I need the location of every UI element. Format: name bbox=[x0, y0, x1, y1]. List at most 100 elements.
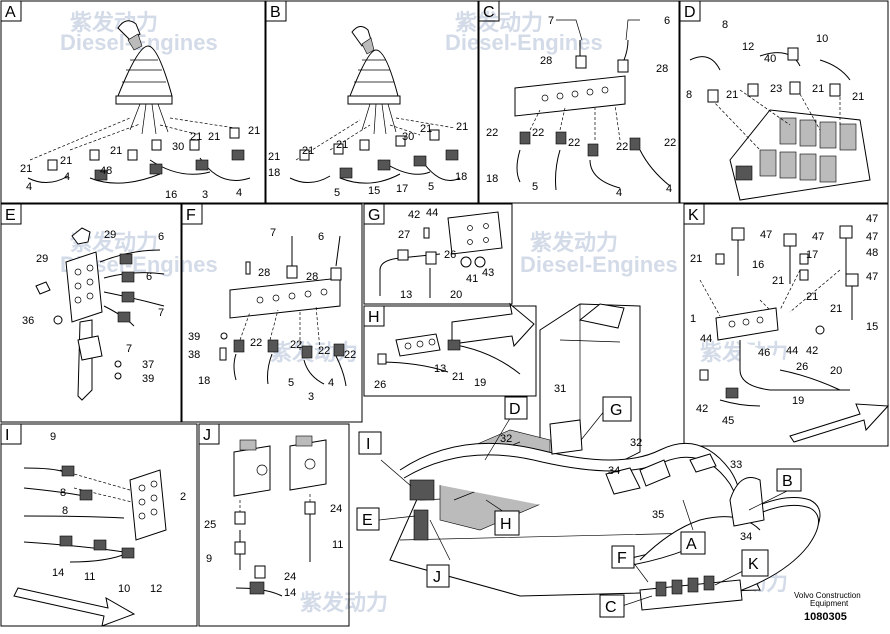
fittings-f bbox=[219, 261, 345, 361]
valve-cap-j1 bbox=[239, 439, 257, 451]
part-number-label-306: 14 bbox=[52, 567, 64, 579]
bracket-e bbox=[77, 319, 93, 401]
panel-i: I 9 8 8 2 14 11 10 12 bbox=[0, 423, 198, 627]
part-number-label-42: 21 bbox=[110, 145, 122, 157]
block-ports-e bbox=[74, 264, 94, 304]
part-number-label-79: 21 bbox=[268, 151, 280, 163]
panel-e: E 29 6 29 6 36 7 7 37 39 bbox=[0, 203, 182, 423]
part-number-label-332: 9 bbox=[206, 553, 212, 565]
watermark-cn-4: 紫发动力 bbox=[530, 230, 618, 255]
fitting-28-left bbox=[575, 55, 587, 69]
panel-b-frame bbox=[265, 0, 479, 204]
joystick-mount-left bbox=[639, 459, 671, 487]
drawing-element-148 bbox=[829, 83, 841, 97]
drawing-element-137 bbox=[839, 123, 857, 151]
part-number-label-373: 15 bbox=[866, 321, 878, 333]
drawing-element-74 bbox=[339, 167, 353, 179]
part-number-label-83: 21 bbox=[420, 123, 432, 135]
leader-lines-d bbox=[711, 89, 841, 151]
fittings-i bbox=[59, 465, 135, 559]
labels-f: 7 6 28 28 39 38 22 22 22 22 18 5 4 3 bbox=[188, 227, 356, 403]
fitting-28-right-f bbox=[330, 267, 342, 281]
callout-h-box bbox=[494, 510, 520, 536]
bracket-holes-c bbox=[541, 86, 609, 102]
panel-j: J 24 25 11 9 24 14 bbox=[198, 423, 350, 627]
labels-h: 13 21 26 19 bbox=[374, 363, 486, 391]
drawing-element-296 bbox=[79, 489, 93, 501]
watermark-cn-1: 紫发动力 bbox=[70, 10, 158, 35]
joystick-ports-a bbox=[129, 103, 169, 135]
joystick-base-b bbox=[347, 95, 401, 105]
part-number-label-226: 22 bbox=[250, 337, 262, 349]
drawing-element-215 bbox=[333, 343, 345, 357]
drawing-element-347 bbox=[731, 227, 745, 241]
bracket-holes-f bbox=[256, 288, 328, 304]
drawing-element-168 bbox=[74, 296, 82, 304]
hoses-j bbox=[235, 512, 311, 597]
drawing-element-297 bbox=[59, 535, 73, 547]
part-number-label-307: 11 bbox=[84, 571, 95, 583]
part-number-label-47: 16 bbox=[165, 189, 177, 201]
part-number-label-187: 6 bbox=[158, 231, 164, 243]
part-number-label-224: 39 bbox=[188, 331, 200, 343]
panel-e-tag bbox=[0, 203, 22, 225]
drawing-element-214 bbox=[301, 345, 313, 359]
part-number-label-221: 6 bbox=[318, 231, 324, 243]
panel-b: B 21 21 21 30 21 21 18 bbox=[265, 0, 479, 204]
part-number-label-41: 21 bbox=[60, 155, 72, 167]
drawing-element-69 bbox=[299, 149, 310, 161]
part-number-label-331: 11 bbox=[332, 539, 343, 551]
callout-a-box bbox=[680, 531, 706, 555]
boot-folds-a bbox=[122, 59, 166, 83]
drawing-element-166 bbox=[74, 268, 82, 276]
part-number-label-233: 3 bbox=[308, 391, 314, 403]
part-number-label-371: 21 bbox=[806, 291, 818, 303]
drawing-element-77 bbox=[445, 149, 459, 161]
joystick-grip-b bbox=[361, 37, 375, 55]
num-34-left: 34 bbox=[608, 465, 620, 477]
drawing-element-241 bbox=[483, 223, 489, 229]
drawing-element-31 bbox=[127, 149, 138, 161]
drawing-element-135 bbox=[799, 119, 817, 147]
part-number-label-230: 18 bbox=[198, 375, 210, 387]
drawing-element-97 bbox=[541, 94, 549, 102]
plug-29-side bbox=[35, 281, 51, 295]
callout-i: I bbox=[366, 436, 370, 453]
watermark-en-4: Diesel-Engines bbox=[520, 252, 678, 277]
hose-a3 bbox=[149, 159, 211, 175]
callout-f: F bbox=[617, 550, 627, 567]
drawing-element-287 bbox=[138, 498, 146, 506]
drawing-element-324 bbox=[234, 541, 246, 555]
drawing-element-248 bbox=[425, 251, 437, 265]
valve-block-k bbox=[715, 307, 779, 341]
panel-d-label: D bbox=[684, 4, 696, 21]
bracket-plate-g bbox=[447, 211, 503, 255]
drawing-element-76 bbox=[413, 155, 427, 167]
drawing-element-70 bbox=[333, 143, 344, 155]
callout-h: H bbox=[500, 516, 512, 533]
part-number-label-191: 7 bbox=[158, 307, 164, 319]
drawing-element-38 bbox=[231, 149, 245, 161]
panel-c-label: C bbox=[483, 4, 495, 21]
panel-b-tag bbox=[265, 0, 287, 22]
panel-g: G 42 44 27 26 41 43 13 20 bbox=[363, 203, 513, 305]
num-35: 35 bbox=[652, 509, 664, 521]
drawing-element-251 bbox=[423, 227, 430, 239]
leader-lines-b bbox=[295, 117, 456, 161]
labels-d: 8 12 40 10 8 21 23 21 21 bbox=[686, 19, 864, 103]
drawing-element-406 bbox=[655, 581, 667, 597]
part-number-label-277: 21 bbox=[452, 371, 464, 383]
panel-h-tag bbox=[363, 305, 385, 327]
callout-g-box bbox=[602, 396, 632, 422]
drawing-element-407 bbox=[671, 579, 683, 595]
part-number-label-254: 44 bbox=[426, 207, 438, 219]
part-number-label-50: 4 bbox=[64, 171, 70, 183]
part-number-label-364: 47 bbox=[866, 231, 878, 243]
drawing-element-217 bbox=[220, 332, 228, 340]
drawing-element-273 bbox=[377, 353, 387, 365]
block-ports-h bbox=[404, 338, 436, 350]
part-number-label-382: 45 bbox=[722, 415, 734, 427]
joystick-ports-b bbox=[361, 103, 397, 135]
drawing-element-323 bbox=[234, 511, 246, 525]
part-number-label-84: 21 bbox=[456, 121, 468, 133]
